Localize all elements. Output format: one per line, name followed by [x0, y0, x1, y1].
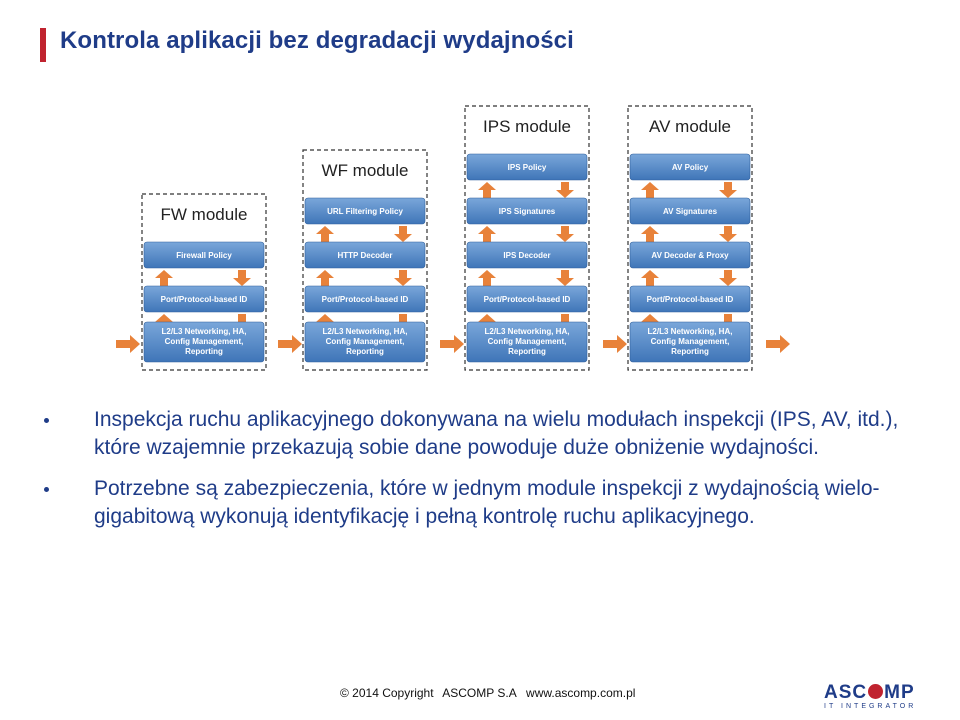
footer-company: ASCOMP S.A: [442, 686, 517, 700]
down-arrow-icon: [719, 182, 737, 198]
layer-label: URL Filtering Policy: [327, 207, 403, 216]
down-arrow-icon: [394, 226, 412, 242]
right-arrow-icon: [766, 335, 790, 353]
layer-label: Port/Protocol-based ID: [322, 295, 409, 304]
layer-box: [466, 321, 588, 363]
right-arrow-icon: [603, 335, 627, 353]
layer-label: AV Decoder & Proxy: [651, 251, 729, 260]
layer-box: [466, 285, 588, 313]
bullet-text: Potrzebne są zabezpieczenia, które w jed…: [94, 477, 880, 528]
bullet-item-2: Potrzebne są zabezpieczenia, które w jed…: [40, 475, 940, 531]
layer-label: L2/L3 Networking, HA,Config Management,R…: [648, 327, 733, 356]
layer-box: [629, 321, 751, 363]
up-arrow-icon: [478, 226, 496, 242]
layer-box: [466, 197, 588, 225]
logo-wordmark: ASC MP: [824, 683, 924, 702]
layer-label: IPS Signatures: [499, 207, 556, 216]
layer-label: IPS Policy: [508, 163, 547, 172]
down-arrow-icon: [233, 270, 251, 286]
module-label: FW module: [161, 205, 248, 224]
layer-label: Port/Protocol-based ID: [647, 295, 734, 304]
page-title: Kontrola aplikacji bez degradacji wydajn…: [60, 27, 574, 54]
right-arrow-icon: [440, 335, 464, 353]
up-arrow-icon: [478, 270, 496, 286]
bullet-dot: [44, 487, 49, 492]
layer-label: AV Signatures: [663, 207, 718, 216]
ascomp-logo: ASC MP IT INTEGRATOR: [824, 683, 924, 713]
up-arrow-icon: [316, 226, 334, 242]
up-arrow-icon: [478, 182, 496, 198]
module-frame: [141, 193, 267, 371]
layer-label: Firewall Policy: [176, 251, 232, 260]
layer-box: [304, 321, 426, 363]
layer-box: [466, 153, 588, 181]
up-arrow-icon: [641, 182, 659, 198]
layer-box: [143, 285, 265, 313]
layer-box: [304, 197, 426, 225]
up-arrow-icon: [641, 226, 659, 242]
layer-label: AV Policy: [672, 163, 709, 172]
down-arrow-icon: [394, 270, 412, 286]
layer-box: [629, 285, 751, 313]
footer-copyright: © 2014 Copyright: [340, 686, 434, 700]
layer-label: L2/L3 Networking, HA,Config Management,R…: [323, 327, 408, 356]
footer-website[interactable]: www.ascomp.com.pl: [526, 686, 636, 700]
right-arrow-icon: [278, 335, 302, 353]
layer-label: Port/Protocol-based ID: [161, 295, 248, 304]
module-frame: [302, 149, 428, 371]
down-arrow-icon: [556, 226, 574, 242]
layer-box: [304, 241, 426, 269]
layer-label: IPS Decoder: [503, 251, 550, 260]
down-arrow-icon: [556, 270, 574, 286]
module-label: IPS module: [483, 117, 571, 136]
bullet-list: Inspekcja ruchu aplikacyjnego dokonywana…: [40, 406, 940, 544]
footer: © 2014 Copyright ASCOMP S.A www.ascomp.c…: [340, 686, 641, 700]
layer-box: [143, 241, 265, 269]
logo-wordmark-start: ASC: [824, 682, 868, 703]
right-arrow-icon: [116, 335, 140, 353]
up-arrow-icon: [641, 270, 659, 286]
layer-box: [629, 153, 751, 181]
layer-label: L2/L3 Networking, HA,Config Management,R…: [485, 327, 570, 356]
layer-box: [629, 241, 751, 269]
layer-box: [143, 321, 265, 363]
down-arrow-icon: [719, 270, 737, 286]
logo-subtitle: IT INTEGRATOR: [824, 703, 917, 710]
module-frame: [627, 105, 753, 371]
layer-box: [466, 241, 588, 269]
layer-label: Port/Protocol-based ID: [484, 295, 571, 304]
down-arrow-icon: [719, 226, 737, 242]
layer-box: [304, 285, 426, 313]
module-label: AV module: [649, 117, 731, 136]
down-arrow-icon: [556, 182, 574, 198]
bullet-dot: [44, 418, 49, 423]
logo-o-circle: [868, 684, 884, 699]
layer-label: L2/L3 Networking, HA,Config Management,R…: [162, 327, 247, 356]
logo-wordmark-end: MP: [884, 682, 915, 703]
layer-box: [629, 197, 751, 225]
module-frame: [464, 105, 590, 371]
up-arrow-icon: [155, 270, 173, 286]
up-arrow-icon: [316, 270, 334, 286]
layer-label: HTTP Decoder: [338, 251, 393, 260]
bullet-text: Inspekcja ruchu aplikacyjnego dokonywana…: [94, 408, 899, 459]
title-accent-bar: [40, 28, 46, 62]
bullet-item-1: Inspekcja ruchu aplikacyjnego dokonywana…: [40, 406, 940, 462]
module-label: WF module: [322, 161, 409, 180]
